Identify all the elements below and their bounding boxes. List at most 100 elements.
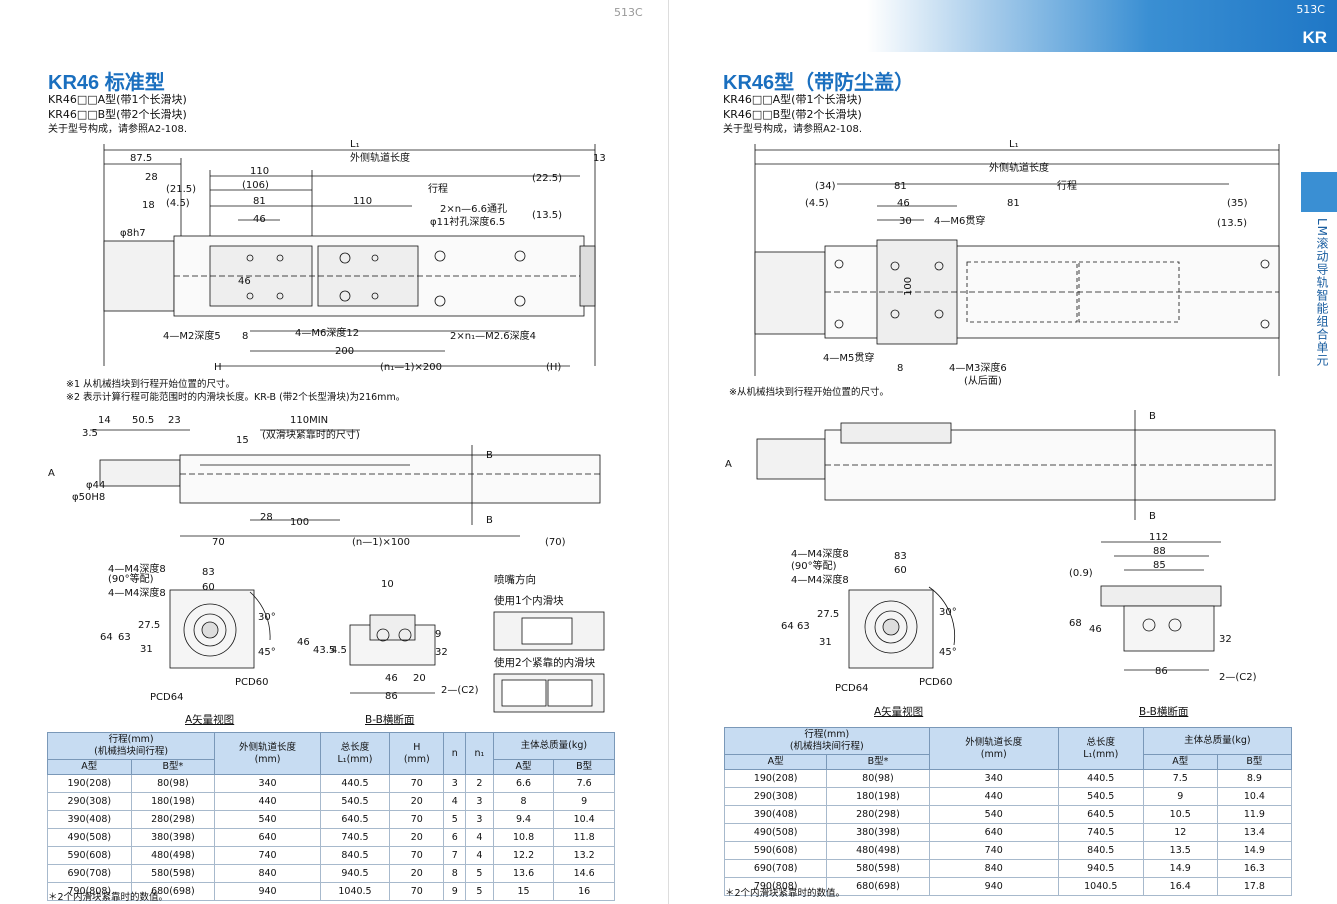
table-cell: 70 xyxy=(389,774,445,793)
table-cell: 17.8 xyxy=(1216,877,1293,896)
table-cell: 13.6 xyxy=(492,864,555,883)
note-m6: 4—M6贯穿 xyxy=(934,214,985,227)
table-cell: 6.6 xyxy=(492,774,555,793)
av-60: 60 xyxy=(894,565,907,576)
dim-81: 81 xyxy=(253,196,266,207)
bb-46: 46 xyxy=(1089,624,1102,635)
av-60: 60 xyxy=(202,582,215,593)
dim-50-5: 50.5 xyxy=(132,415,154,426)
page-divider xyxy=(668,0,669,904)
av-m4a: 4—M4深度8 xyxy=(791,547,849,560)
table-cell: 10.5 xyxy=(1142,805,1218,824)
table-cell: 380(398) xyxy=(130,828,216,847)
a-view-drawing: 4—M4深度8 (90°等配) 4—M4深度8 83 60 64 63 27.5… xyxy=(100,562,276,703)
table-cell: 580(598) xyxy=(826,859,930,878)
th-mass-b: B型 xyxy=(553,759,615,775)
bb-43-5: 43.5 xyxy=(313,645,335,656)
dim-46-v: 46 xyxy=(238,276,251,287)
dim-H: H xyxy=(214,362,222,373)
side-label: LM滚动导轨智能组合单元 xyxy=(1315,218,1329,368)
av-27-5: 27.5 xyxy=(138,620,160,631)
th-b: B型* xyxy=(826,754,930,770)
dim-70: 70 xyxy=(212,537,225,548)
a-view-drawing: 4—M4深度8 (90°等配) 4—M4深度8 83 60 64 63 27.5… xyxy=(781,547,957,694)
table-cell: 1040.5 xyxy=(1057,877,1144,896)
note-2: ※2 表示计算行程可能范围时的内滑块长度。KR-B (带2个长型滑块)为216m… xyxy=(66,392,406,403)
table-cell: 12.2 xyxy=(492,846,555,865)
dim-phi44: φ44 xyxy=(86,480,105,491)
dim-28: 28 xyxy=(145,172,158,183)
table-cell: 20 xyxy=(389,828,445,847)
table-cell: 340 xyxy=(928,769,1059,788)
dim-46: 46 xyxy=(897,198,910,209)
dim-min-note: (双滑块紧靠时的尺寸) xyxy=(262,428,360,441)
table-cell: 280(298) xyxy=(826,805,930,824)
table-cell: 540 xyxy=(928,805,1059,824)
dim-H-paren: (H) xyxy=(546,362,561,373)
table-cell: 740 xyxy=(928,841,1059,860)
table-cell: 4 xyxy=(464,828,494,847)
top-view-drawing: L₁ 外侧轨道长度 87.5 13 110 (106) 28 (21.5) (4… xyxy=(103,139,606,373)
table-cell: 5 xyxy=(464,864,494,883)
table-cell: 6 xyxy=(443,828,466,847)
table-cell: 14.9 xyxy=(1142,859,1218,878)
table-cell: 390(408) xyxy=(47,810,132,829)
dim-81: 81 xyxy=(894,181,907,192)
dim-L1: L₁ xyxy=(350,139,360,150)
bb-section-drawing: 10 46 43.5 4.5 46 20 86 32 9 2—(C2) xyxy=(297,579,479,702)
bb-20: 20 xyxy=(413,673,426,684)
table-cell: 7.5 xyxy=(1142,769,1218,788)
bb-section-drawing: 112 88 85 (0.9) 68 46 32 86 2—(C2) xyxy=(1069,532,1257,683)
table-cell: 80(98) xyxy=(826,769,930,788)
av-31: 31 xyxy=(819,637,832,648)
table-cell: 13.5 xyxy=(1142,841,1218,860)
table-cell: 12 xyxy=(1142,823,1218,842)
dim-110: 110 xyxy=(250,166,269,177)
av-63: 63 xyxy=(118,632,131,643)
table-cell: 440 xyxy=(928,787,1059,806)
table-cell: 9 xyxy=(553,792,615,811)
table-cell: 180(198) xyxy=(826,787,930,806)
table-cell: 840 xyxy=(928,859,1059,878)
table-cell: 5 xyxy=(443,810,466,829)
th-a: A型 xyxy=(723,754,828,770)
table-cell: 440.5 xyxy=(1057,769,1144,788)
table-cell: 70 xyxy=(389,810,445,829)
dim-34: (34) xyxy=(815,181,836,192)
table-cell: 940.5 xyxy=(1057,859,1144,878)
table-cell: 540.5 xyxy=(319,792,391,811)
table-cell: 16 xyxy=(553,882,615,901)
nozzle-one: 使用1个内滑块 xyxy=(494,595,564,607)
nozzle-title: 喷嘴方向 xyxy=(494,574,536,586)
dim-110b: 110 xyxy=(353,196,372,207)
hole-note-1: 2×n—6.6通孔 xyxy=(440,203,507,215)
dim-4-5: (4.5) xyxy=(166,198,190,209)
table-cell: 640 xyxy=(928,823,1059,842)
note-m26: 2×n₁—M2.6深度4 xyxy=(450,329,536,342)
note-1: ※从机械挡块到行程开始位置的尺寸。 xyxy=(729,387,889,398)
av-m4b: 4—M4深度8 xyxy=(791,573,849,586)
av-m4b: 4—M4深度8 xyxy=(108,586,166,599)
th-mass: 主体总质量(kg) xyxy=(492,732,616,760)
page-number: 513C xyxy=(1296,3,1325,16)
dim-35: (35) xyxy=(1227,198,1248,209)
table-cell: 740 xyxy=(214,846,321,865)
dim-8: 8 xyxy=(242,331,248,342)
av-27-5: 27.5 xyxy=(817,609,839,620)
table-cell: 7.6 xyxy=(553,774,615,793)
dim-8: 8 xyxy=(897,363,903,374)
table-cell: 16.3 xyxy=(1216,859,1293,878)
dim-13-5: (13.5) xyxy=(532,210,562,221)
table-cell: 2 xyxy=(464,774,494,793)
table-cell: 280(298) xyxy=(130,810,216,829)
dim-4-5: (4.5) xyxy=(805,198,829,209)
av-pcd64: PCD64 xyxy=(835,683,868,694)
table-cell: 440.5 xyxy=(319,774,391,793)
subtitle-a: KR46□□A型(带1个长滑块) xyxy=(723,93,862,106)
table-cell: 14.6 xyxy=(553,864,615,883)
